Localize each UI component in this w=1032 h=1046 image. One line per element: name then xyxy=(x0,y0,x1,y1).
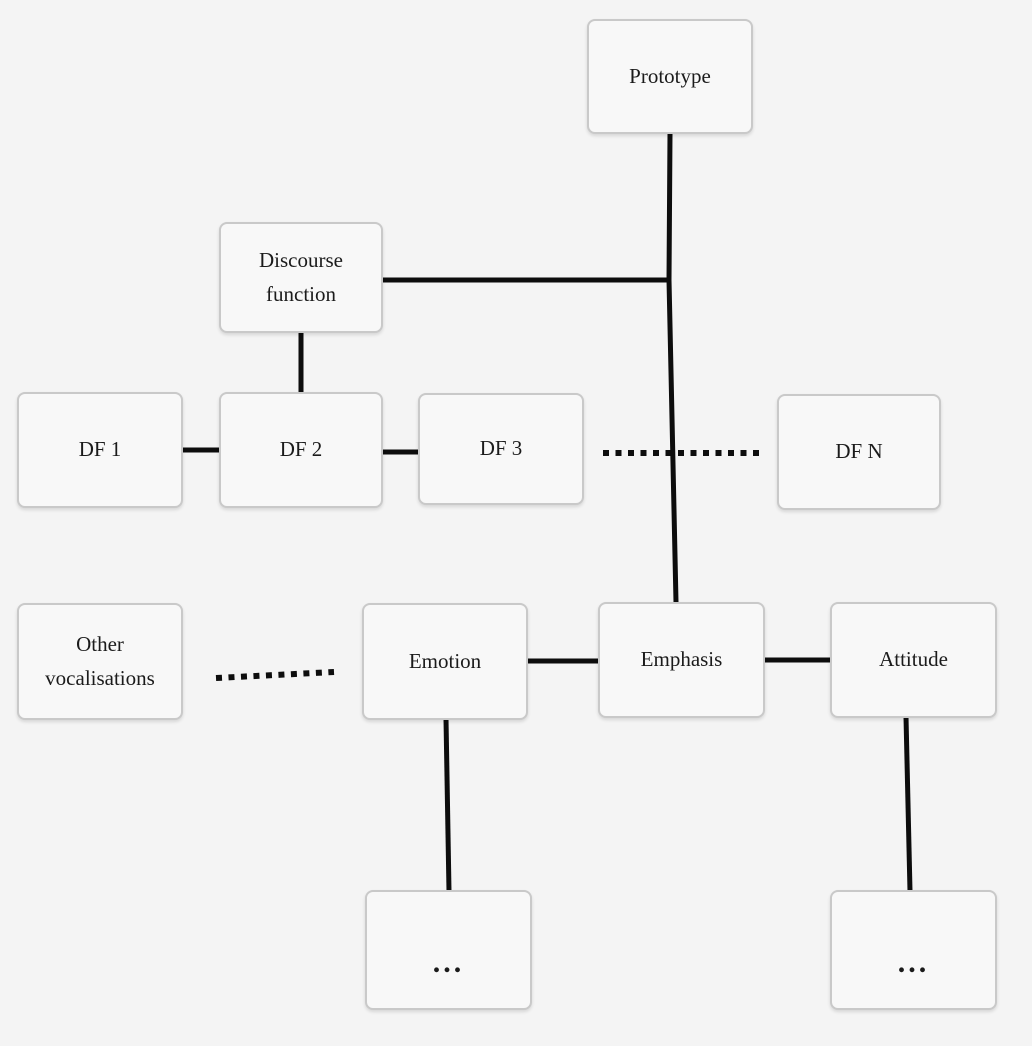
node-df-1-label: DF 1 xyxy=(78,437,122,462)
node-emotion-label: Emotion xyxy=(408,648,482,673)
node-attitude-more: ... xyxy=(830,890,997,1010)
node-emphasis: Emphasis xyxy=(598,602,765,718)
edge-prototype-emphasis xyxy=(666,133,679,603)
node-prototype-label: Prototype xyxy=(629,63,711,88)
node-attitude-label: Attitude xyxy=(879,647,948,672)
node-attitude: Attitude xyxy=(830,602,997,718)
node-df-3-label: DF 3 xyxy=(479,436,523,461)
node-df-3: DF 3 xyxy=(418,393,584,505)
node-other-vocalisations-label: Other vocalisations xyxy=(45,631,155,690)
node-df-1: DF 1 xyxy=(17,392,183,508)
edge-emotion-more xyxy=(443,718,452,892)
node-other-vocalisations: Other vocalisations xyxy=(17,603,183,720)
node-df-n-label: DF N xyxy=(835,439,883,464)
node-discourse-function-label: Discourse function xyxy=(259,247,343,306)
node-df-2-label: DF 2 xyxy=(279,437,323,462)
node-emotion-more-label: ... xyxy=(432,946,465,979)
node-discourse-function: Discourse function xyxy=(219,222,383,333)
node-emotion: Emotion xyxy=(362,603,528,720)
node-df-2: DF 2 xyxy=(219,392,383,508)
node-prototype: Prototype xyxy=(587,19,753,134)
edge-other-vocalisations-emotion-dotted xyxy=(215,669,335,681)
node-attitude-more-label: ... xyxy=(897,946,930,979)
node-df-n: DF N xyxy=(777,394,941,510)
edge-attitude-more xyxy=(903,716,913,892)
node-emphasis-label: Emphasis xyxy=(640,647,723,672)
node-emotion-more: ... xyxy=(365,890,532,1010)
